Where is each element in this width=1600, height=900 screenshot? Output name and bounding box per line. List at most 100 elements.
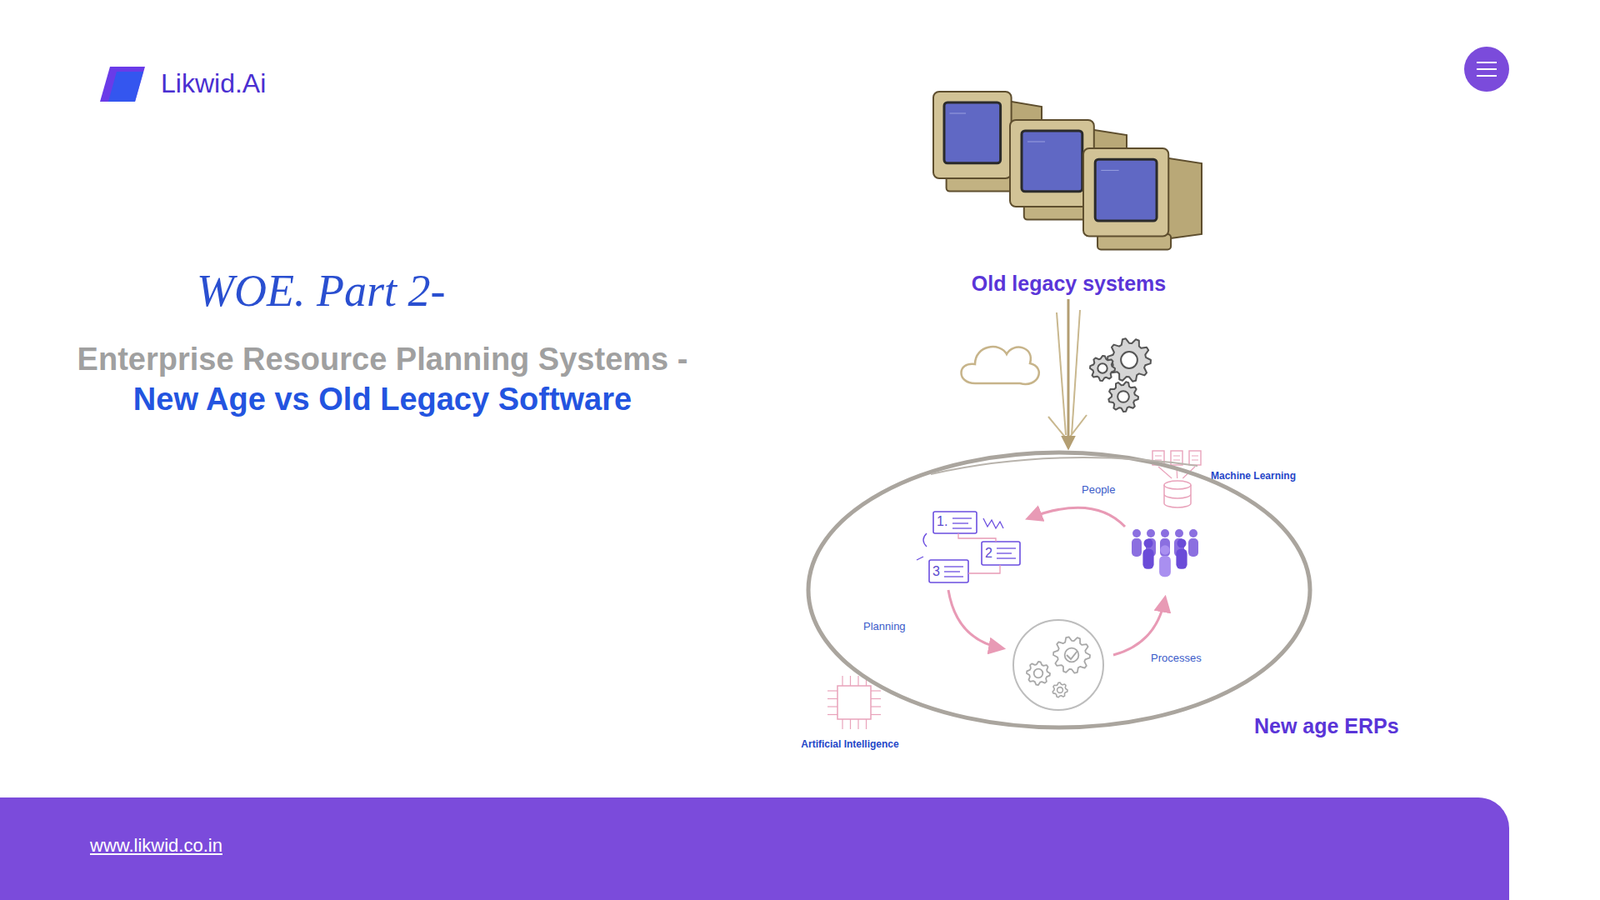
- person-head: [1177, 539, 1187, 549]
- ellipse-stroke: [808, 452, 1310, 728]
- list-link: [958, 533, 996, 542]
- person-head: [1132, 529, 1141, 538]
- crt-bezel: [1010, 120, 1095, 207]
- slide-title: Enterprise Resource Planning Systems -: [77, 341, 689, 379]
- list-line: [944, 575, 964, 577]
- list-line: [944, 570, 960, 572]
- gear-icon: [1065, 648, 1080, 663]
- database-icon: [1164, 480, 1191, 490]
- database-icon: [1164, 485, 1191, 508]
- doc-line: [1191, 460, 1199, 461]
- menu-line: [1476, 61, 1497, 64]
- chip-pin: [857, 675, 859, 686]
- gear-icon: [1057, 687, 1064, 694]
- crt-cursor: [950, 113, 967, 115]
- node-heading: Old legacy systems: [971, 271, 1166, 296]
- cycle-arrow: [948, 590, 1003, 649]
- chip-pin: [870, 698, 881, 700]
- crt-computer: [1083, 148, 1202, 250]
- list-line: [996, 547, 1016, 549]
- chip-icon: [837, 685, 871, 720]
- doc-line: [1173, 460, 1180, 461]
- chip-pin: [827, 698, 838, 700]
- menu-line: [1476, 75, 1497, 77]
- footer-bar: [0, 797, 1510, 900]
- list-line: [996, 557, 1016, 559]
- person-head: [1175, 529, 1184, 538]
- gear-icon: [1117, 390, 1130, 403]
- squiggle: [916, 533, 927, 560]
- squiggle: [983, 518, 1004, 529]
- crt-screen: [1021, 130, 1083, 192]
- person-head: [1189, 529, 1198, 538]
- sketch-stroke: [1071, 310, 1080, 435]
- person-body: [1131, 538, 1142, 557]
- gear-icon: [1107, 338, 1151, 381]
- person-body: [1159, 555, 1171, 577]
- chip-pin: [870, 690, 881, 691]
- cycle-label: People: [1081, 484, 1115, 497]
- tech-label: Machine Learning: [1210, 470, 1296, 483]
- crt-screen: [944, 102, 1001, 164]
- doc-line: [1191, 455, 1199, 457]
- chip-pin: [827, 705, 838, 707]
- series-tag: WOE. Part 2-: [196, 265, 445, 317]
- chip-pin: [827, 690, 838, 691]
- list-card: [929, 560, 969, 583]
- list-card: [981, 541, 1020, 565]
- person-head: [1146, 529, 1155, 538]
- list-number: 3: [932, 564, 940, 580]
- person-body: [1175, 549, 1187, 570]
- gear-icon: [1053, 636, 1090, 673]
- chip-pin: [870, 714, 881, 715]
- person-body: [1188, 538, 1199, 557]
- legacy-group: Old legacy systems: [925, 87, 1213, 296]
- cycle-arrow: [1028, 507, 1125, 527]
- gear-icon: [1108, 381, 1139, 412]
- doc-icon: [1189, 450, 1201, 465]
- slide-subtitle: New Age vs Old Legacy Software: [133, 381, 632, 419]
- person-body: [1160, 538, 1170, 557]
- crt-bezel: [933, 91, 1012, 179]
- list-line: [996, 552, 1012, 554]
- chip-pin: [850, 675, 851, 686]
- doc-line: [1173, 455, 1180, 457]
- chip-pin: [857, 719, 859, 730]
- node-heading: New age ERPs: [1254, 714, 1400, 739]
- erp-ellipse: New age ERPs: [805, 449, 1400, 742]
- list-card: [933, 511, 977, 534]
- list-line: [952, 527, 972, 529]
- list-number: 2: [985, 545, 993, 561]
- gear-icon: [1026, 661, 1050, 685]
- ellipse-stroke: [930, 457, 1198, 475]
- doc-line: [1155, 455, 1162, 457]
- logo-mark: [100, 66, 145, 102]
- chip-pin: [870, 705, 881, 707]
- list-link: [968, 565, 1000, 574]
- flow-arrow: [1067, 299, 1070, 448]
- list-line: [952, 522, 969, 524]
- list-line: [944, 565, 964, 567]
- crt-screen: [1095, 159, 1157, 221]
- tech-label: Artificial Intelligence: [800, 739, 899, 751]
- website-link: www.likwid.co.in: [90, 835, 223, 856]
- gear-icon: [1120, 351, 1138, 369]
- cycle-arrow: [1113, 598, 1165, 655]
- crt-cursor: [1027, 141, 1045, 143]
- cycle-label: Planning: [863, 620, 906, 634]
- crt-cursor: [1100, 170, 1119, 171]
- cloud-icon: [961, 346, 1040, 385]
- menu-button: [1464, 46, 1510, 92]
- person-body: [1142, 549, 1154, 570]
- person-head: [1144, 539, 1154, 549]
- list-line: [952, 517, 972, 519]
- logo-mark: [108, 71, 144, 102]
- ellipse-outline: [805, 449, 1400, 742]
- chip-pin: [827, 714, 838, 715]
- person-head: [1160, 545, 1170, 555]
- gear-icon: [1034, 669, 1044, 679]
- chip-pin: [865, 719, 867, 730]
- gear-icon: [1052, 682, 1068, 698]
- process-ring: [1013, 620, 1104, 710]
